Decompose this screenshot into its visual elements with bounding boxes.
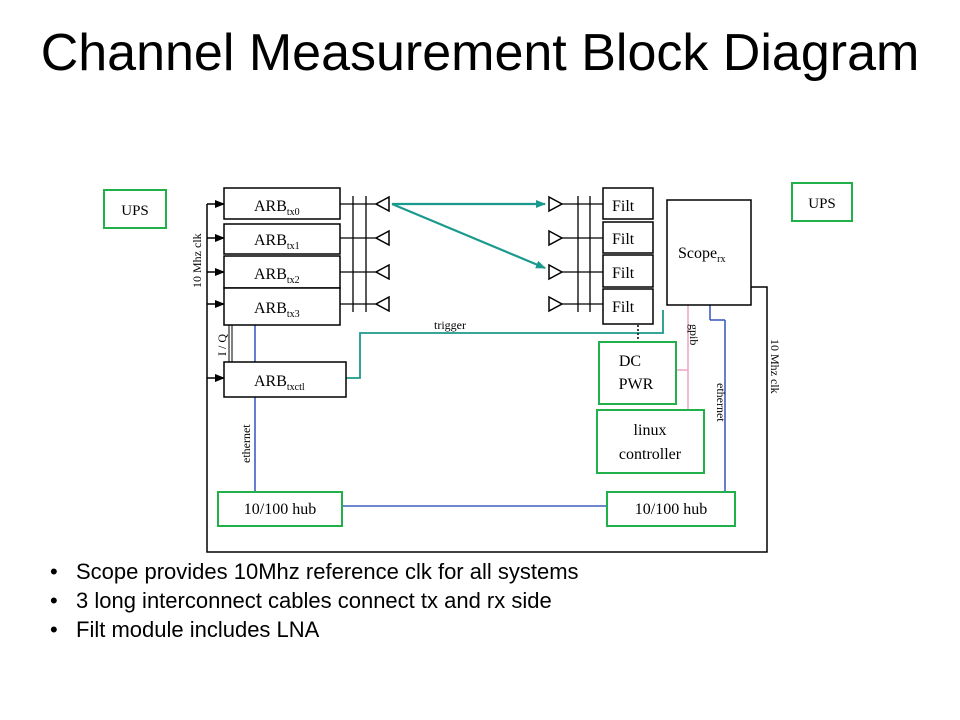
arb-tx0-label: ARB (254, 198, 287, 215)
channel-arrows (391, 200, 546, 270)
bullet-item: 3 long interconnect cables connect tx an… (50, 586, 579, 615)
svg-text:ARBtx1: ARBtx1 (254, 232, 300, 252)
scope-rx-label: Scope (678, 245, 717, 262)
arb-tx3-block (223, 287, 341, 326)
clock-right-label: 10 Mhz clk (768, 339, 782, 394)
svg-text:ARBtx2: ARBtx2 (254, 266, 300, 286)
ethernet-right-label: ethernet (714, 383, 728, 422)
ethernet-left-label: ethernet (239, 424, 253, 463)
clock-left-label: 10 Mhz clk (190, 233, 204, 288)
arb-tx2-label: ARB (254, 266, 287, 283)
arb-tx0-block (223, 187, 341, 220)
arb-tx2-block (223, 255, 341, 289)
scope-rx-block (666, 199, 752, 306)
rx-antenna-0 (548, 195, 564, 213)
arb-txctl-sub: txctl (287, 382, 305, 393)
ups-left-box (103, 189, 167, 229)
tx-antenna-0 (374, 195, 390, 213)
arb-tx1-sub: tx1 (287, 241, 300, 252)
scope-rx-sub: rx (717, 254, 725, 265)
filt-label-2: Filt (612, 265, 635, 282)
filt-input-stubs (562, 196, 603, 312)
trigger-label: trigger (434, 318, 466, 332)
filt-block-1 (602, 221, 654, 254)
hub-left-box (217, 491, 343, 527)
arb-tx1-label: ARB (254, 232, 287, 249)
clock-loop-line (206, 200, 768, 553)
filt-block-0 (602, 187, 654, 220)
rx-antenna-2 (548, 263, 564, 281)
gpib-label: gpib (687, 324, 701, 345)
arb-tx1-block (223, 223, 341, 255)
ups-right-label: UPS (808, 196, 836, 212)
ethernet-lines (254, 305, 726, 507)
dc-pwr-line-2: PWR (619, 376, 654, 393)
filt-block-2 (602, 254, 654, 288)
svg-text:ARBtx3: ARBtx3 (254, 300, 300, 320)
svg-text:ARBtx0: ARBtx0 (254, 198, 300, 218)
dc-pwr-line-1: DC (619, 353, 641, 370)
iq-lines (228, 325, 233, 362)
arb-tx2-sub: tx2 (287, 275, 300, 286)
hub-left-label: 10/100 hub (244, 501, 316, 518)
ups-left-label: UPS (121, 203, 149, 219)
arb-output-stubs (340, 196, 376, 312)
tx-antenna-2 (374, 263, 390, 281)
arb-tx-blocks: ARBtx0 ARBtx1 ARBtx2 ARBtx3 (223, 187, 341, 326)
arb-txctl-label: ARB (254, 373, 287, 390)
filt-label-3: Filt (612, 299, 635, 316)
tx-antenna-1 (374, 229, 390, 247)
svg-text:ARBtxctl: ARBtxctl (254, 373, 305, 393)
bullet-list: Scope provides 10Mhz reference clk for a… (50, 557, 579, 644)
linux-controller-box (596, 409, 705, 474)
rx-antennas (548, 195, 564, 313)
dc-pwr-box (598, 341, 677, 405)
ups-right-box (791, 182, 853, 222)
arb-tx0-sub: tx0 (287, 207, 300, 218)
iq-label: I / Q (215, 334, 229, 356)
rx-antenna-3 (548, 295, 564, 313)
linux-controller-line-2: controller (619, 446, 682, 463)
filt-blocks: Filt Filt Filt Filt (602, 187, 654, 325)
bullet-item: Scope provides 10Mhz reference clk for a… (50, 557, 579, 586)
tx-antenna-3 (374, 295, 390, 313)
filt-label-1: Filt (612, 231, 635, 248)
hub-right-label: 10/100 hub (635, 501, 707, 518)
arb-tx3-sub: tx3 (287, 309, 300, 320)
filt-label-0: Filt (612, 198, 635, 215)
hub-right-box (606, 491, 736, 527)
filt-block-3 (602, 288, 654, 325)
rx-antenna-1 (548, 229, 564, 247)
arb-txctl-block (223, 361, 347, 398)
page-title: Channel Measurement Block Diagram (40, 24, 920, 82)
linux-controller-line-1: linux (634, 422, 667, 439)
tx-antennas (374, 195, 390, 313)
gpib-lines (676, 305, 689, 410)
arb-tx3-label: ARB (254, 300, 287, 317)
bullet-item: Filt module includes LNA (50, 615, 579, 644)
svg-text:Scoperx: Scoperx (678, 245, 725, 265)
